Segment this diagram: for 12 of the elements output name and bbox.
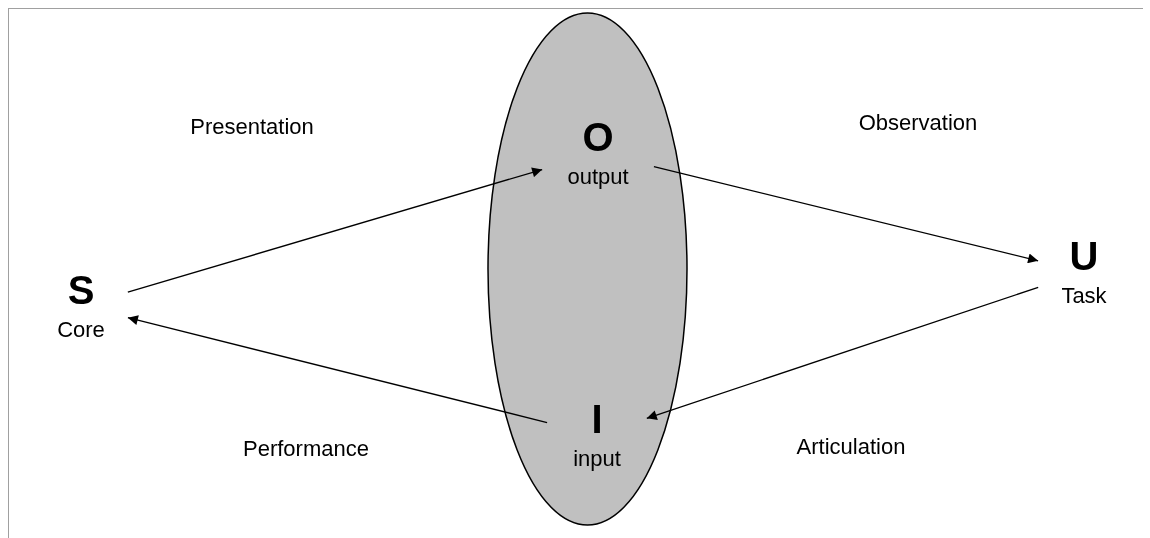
arrow: [127, 315, 548, 424]
node-letter: O: [582, 116, 614, 157]
node-letter: U: [1069, 235, 1099, 276]
arrow: [127, 167, 543, 293]
arrow: [653, 166, 1039, 264]
node-label: Task: [1061, 283, 1107, 309]
node-label: input: [573, 446, 621, 472]
arrow: [646, 286, 1039, 420]
node-label: Core: [57, 317, 105, 343]
node-letter: I: [591, 398, 603, 439]
node-letter: S: [67, 269, 95, 310]
node-label: output: [567, 164, 629, 190]
